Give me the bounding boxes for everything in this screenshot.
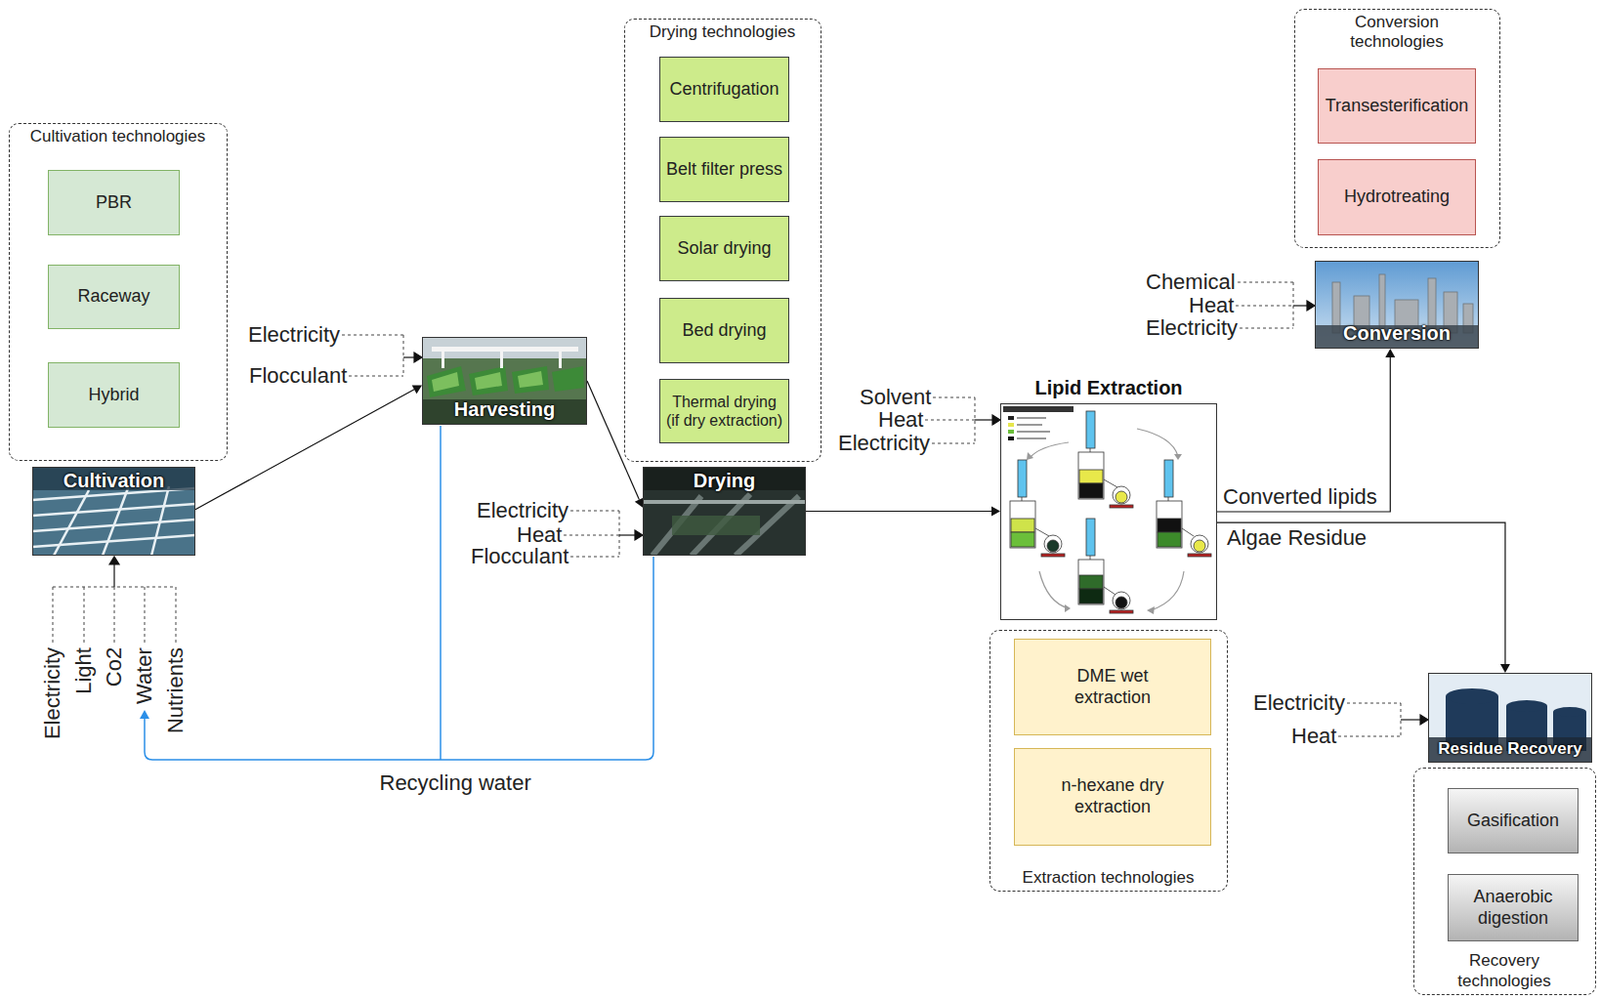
- option-box: Anaerobic digestion: [1447, 874, 1579, 942]
- input-label: Electricity: [1145, 316, 1238, 340]
- box-label: Bed drying: [681, 320, 766, 342]
- technology-group: Recovery technologies GasificationAnaerob…: [1413, 767, 1597, 996]
- box-label: n-hexane dry extraction: [1039, 775, 1186, 818]
- input-label: Co2: [102, 647, 127, 687]
- option-box: Gasification: [1447, 788, 1579, 854]
- connector-line: [805, 510, 992, 512]
- box-label: PBR: [95, 192, 132, 214]
- option-box: Hydrotreating: [1317, 159, 1476, 236]
- process-label: Conversion: [1315, 322, 1478, 345]
- input-label: Electricity: [476, 499, 569, 523]
- box-label: Hydrotreating: [1344, 186, 1450, 209]
- technology-group: Cultivation technologiesPBR RacewayHybrid: [8, 123, 228, 462]
- option-box: Raceway: [47, 264, 180, 330]
- input-label: Water: [132, 647, 157, 705]
- option-box: Thermal drying (if dry extraction): [659, 378, 790, 444]
- process-label: Drying: [643, 469, 805, 493]
- option-box: Solar drying: [659, 215, 790, 282]
- connector-line: [1217, 357, 1390, 512]
- box-label: Thermal drying (if dry extraction): [665, 392, 784, 430]
- process-label: Residue Recovery: [1429, 739, 1592, 759]
- input-label: Electricity: [1253, 691, 1346, 716]
- arrow-head: [412, 384, 422, 394]
- process-heading: Lipid Extraction: [992, 375, 1225, 401]
- process-image-box: Harvesting: [421, 336, 588, 425]
- input-arrows: [109, 300, 1429, 725]
- extraction-illustration: [1000, 403, 1218, 621]
- input-label: Nutrients: [164, 647, 188, 734]
- arrow-head: [991, 506, 1001, 517]
- process-label: Harvesting: [422, 398, 587, 422]
- input-label: Chemical: [1145, 270, 1236, 295]
- illustration-frame: [1000, 403, 1218, 621]
- box-label: Belt filter press: [666, 159, 783, 181]
- process-image-box: Residue Recovery: [1428, 673, 1593, 763]
- box-label: Gasification: [1467, 810, 1559, 833]
- connector-line: [195, 389, 415, 510]
- box-label: DME wet extraction: [1039, 666, 1186, 709]
- edge-label: Converted lipids: [1222, 485, 1378, 509]
- arrow-head: [1500, 664, 1511, 674]
- dotted-inputs: [52, 282, 1401, 737]
- flow-label: Recycling water: [379, 771, 532, 796]
- flow-connector: [195, 384, 422, 509]
- option-box: Hybrid: [47, 362, 180, 428]
- process-box: Lipid Extraction: [992, 375, 1225, 621]
- box-label: Anaerobic digestion: [1453, 886, 1573, 929]
- flow-connector: [1217, 522, 1511, 674]
- arrow-head: [1385, 348, 1395, 358]
- box-label: Transesterification: [1325, 95, 1469, 118]
- group-title: Conversion technologies: [1318, 12, 1475, 53]
- connector-line: [587, 380, 639, 501]
- edge-label: Algae Residue: [1226, 526, 1367, 550]
- connector-line: [1217, 522, 1506, 665]
- option-box: DME wet extraction: [1013, 638, 1212, 736]
- input-label: Flocculant: [470, 545, 569, 569]
- process-image-box: Cultivation: [32, 466, 196, 556]
- flow-connector: [805, 506, 1001, 517]
- option-box: Centrifugation: [659, 56, 790, 123]
- recycling-water-line: [139, 425, 654, 760]
- group-title: Cultivation technologies: [11, 126, 225, 147]
- box-label: Hybrid: [87, 384, 139, 407]
- input-label: Flocculant: [249, 364, 347, 388]
- technology-group: Drying technologiesCentrifugationBelt fi…: [624, 18, 822, 463]
- group-title: Extraction technologies: [993, 868, 1224, 888]
- input-label: Electricity: [248, 323, 340, 347]
- technology-group: Extraction technologies DME wet extractio…: [989, 630, 1228, 892]
- process-image-box: Conversion: [1314, 260, 1479, 349]
- flow-connector: [1217, 348, 1395, 512]
- option-box: Belt filter press: [659, 136, 790, 203]
- group-title: Recovery technologies: [1431, 951, 1578, 992]
- input-label: Electricity: [41, 647, 65, 740]
- input-label: Light: [72, 647, 96, 695]
- input-label: Solvent: [859, 385, 931, 410]
- option-box: PBR: [47, 169, 180, 236]
- process-label: Cultivation: [33, 469, 195, 493]
- input-label: Heat: [1188, 294, 1234, 318]
- option-box: Bed drying: [659, 297, 790, 364]
- option-box: Transesterification: [1317, 68, 1476, 144]
- option-box: n-hexane dry extraction: [1013, 748, 1212, 846]
- input-label: Heat: [516, 523, 562, 548]
- box-label: Centrifugation: [669, 79, 779, 101]
- flow-connector: [587, 380, 644, 508]
- box-label: Raceway: [77, 286, 150, 308]
- group-title: Drying technologies: [628, 22, 818, 43]
- technology-group: Conversion technologiesTransesterificati…: [1294, 8, 1501, 249]
- input-label: Heat: [1291, 724, 1337, 749]
- input-label: Electricity: [838, 431, 930, 456]
- input-label: Heat: [878, 408, 924, 432]
- box-label: Solar drying: [676, 238, 771, 260]
- process-image-box: Drying: [642, 466, 806, 556]
